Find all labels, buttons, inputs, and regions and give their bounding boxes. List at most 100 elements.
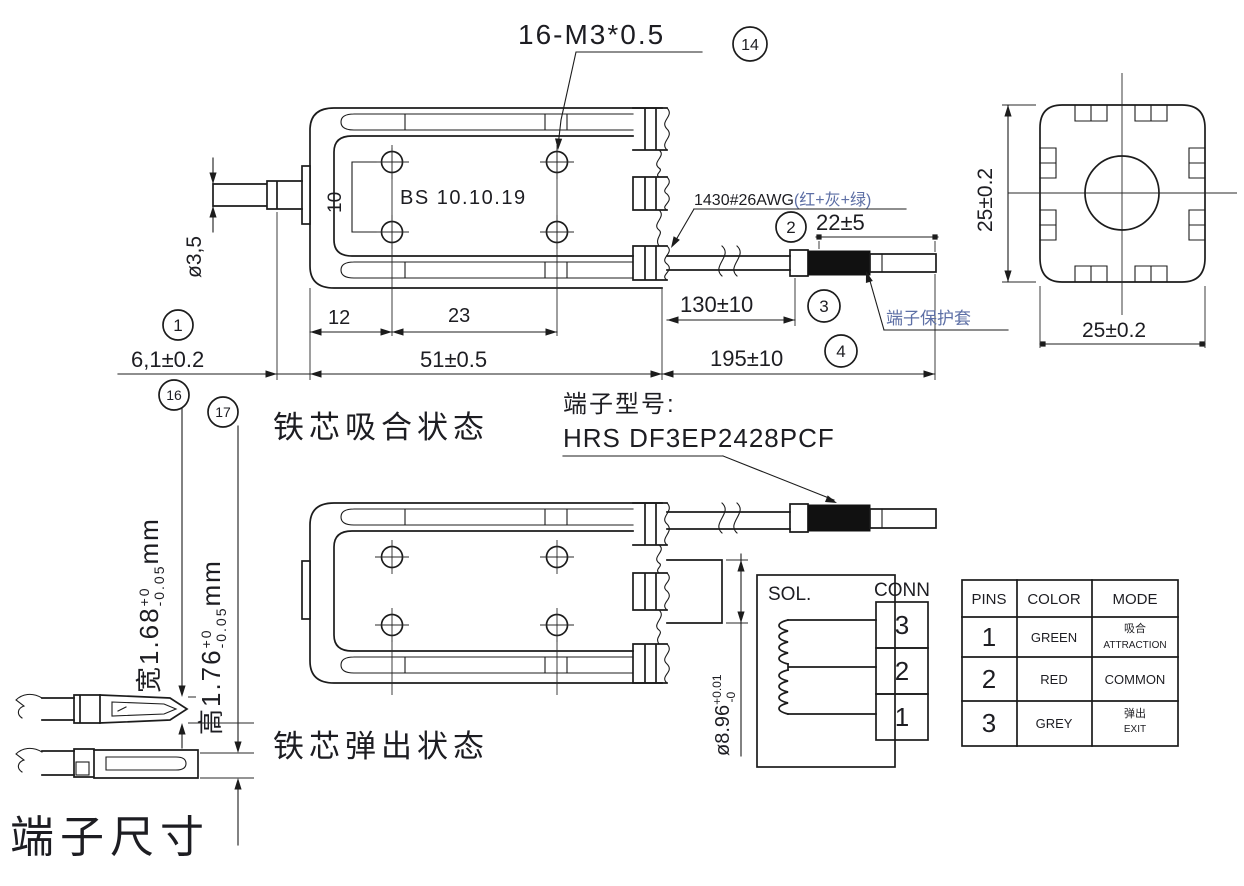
terminal-width-tol-plus: +0: [136, 586, 152, 606]
frame-inner-edge: [333, 135, 634, 257]
coil-symbol: [778, 668, 790, 716]
dim-arrow: [783, 316, 795, 324]
dim-arrow: [737, 560, 745, 572]
dim-terminal-width: 宽1.68+0-0.05mm: [134, 517, 167, 693]
connector-body: [807, 504, 871, 532]
cell-pin: 3: [982, 708, 996, 738]
plug-dia-tol-plus: +0.01: [710, 674, 724, 705]
cell-pin: 1: [982, 622, 996, 652]
balloon-16-number: 16: [166, 387, 182, 403]
tooth: [632, 643, 668, 684]
edge-notches-top: [1074, 104, 1168, 122]
plunger-shaft: [212, 180, 303, 210]
pin-blade: [93, 749, 199, 779]
tooth: [632, 572, 668, 611]
table-header-color: COLOR: [1027, 591, 1081, 608]
dim-plug-dia: ø8.96+0.01-0: [710, 674, 738, 756]
wire-break-symbol: [718, 502, 741, 534]
dim-arrow: [737, 611, 745, 623]
tooth: [632, 176, 668, 211]
thread-callout: 16-M3*0.5: [518, 19, 665, 50]
break-line: [664, 643, 670, 684]
conn-pin-3: 3: [895, 610, 909, 640]
lamination-break-upper: [632, 107, 670, 281]
caption-ejected-state: 铁芯弹出状态: [273, 729, 489, 764]
dim-arrow: [178, 685, 186, 697]
extension-lines: [818, 241, 936, 252]
edge-notches-left: [1039, 147, 1057, 241]
balloon-2-number: 2: [786, 218, 795, 237]
balloon-4-number: 4: [836, 342, 845, 361]
break-line: [664, 245, 670, 281]
break-line: [656, 544, 662, 574]
plug-dia-tol-minus: -0: [724, 691, 738, 702]
dim-arrow: [209, 172, 217, 184]
tooth: [632, 245, 668, 281]
solenoid-body-lower: [301, 502, 663, 695]
solenoid-body-upper: BS 10.10.19: [212, 107, 663, 336]
lead-wire-lower: [666, 502, 937, 534]
leader-line: [557, 51, 703, 147]
extension-lines: [1002, 104, 1206, 348]
balloon-3: [807, 289, 841, 323]
table-row: 2 RED COMMON: [982, 664, 1166, 694]
connector-ferrule: [789, 249, 809, 277]
dim-end-height: 25±0.2: [974, 168, 997, 232]
cell-pin: 2: [982, 664, 996, 694]
sleeve-label: 端子保护套: [886, 309, 971, 328]
left-face-tab: [301, 165, 311, 225]
mounting-hole: [375, 608, 409, 642]
balloon-3-number: 3: [819, 297, 828, 316]
dim-arrow: [234, 741, 242, 753]
dim-shaft-dia: ø3,5: [183, 236, 206, 278]
terminal-pin-drawing-1: [15, 693, 254, 724]
terminal-height-unit: mm: [196, 559, 226, 606]
dim-total-length: 195±10: [710, 346, 783, 371]
balloon-4: [824, 334, 858, 368]
dim-arrow: [178, 723, 186, 735]
break-line: [664, 176, 670, 211]
terminal-width-tol-minus: -0.05: [151, 565, 167, 607]
dim-arrow: [1004, 270, 1012, 282]
balloon-14: [732, 26, 768, 62]
terminal-width-value: 宽1.68: [134, 606, 164, 693]
sol-label: SOL.: [768, 584, 811, 605]
terminal-model-number: HRS DF3EP2428PCF: [563, 423, 835, 453]
plug-dia-value: ø8.96: [712, 705, 734, 756]
cell-mode-en: COMMON: [1105, 672, 1166, 687]
connector-tail: [869, 253, 937, 273]
dim-hole-spacing: 10: [325, 192, 346, 213]
leader-line: [722, 455, 835, 501]
extension-lines: [276, 212, 936, 380]
lamination-break-lower: [632, 502, 670, 684]
dim-stroke: 6,1±0.2: [131, 347, 204, 372]
caption-attracted-state: 铁芯吸合状态: [273, 410, 489, 445]
balloon-1: [162, 309, 194, 341]
arm-ticks: [404, 113, 568, 279]
conn-label: CONN: [874, 580, 930, 601]
plug-boss-outline: [666, 559, 723, 624]
crimp-shaft: [41, 697, 75, 721]
dim-arrow: [310, 328, 322, 336]
leader-arrow: [554, 138, 563, 151]
mounting-hole: [540, 540, 574, 574]
dim-arrow: [923, 370, 935, 378]
wire-break-symbol: [718, 245, 741, 277]
connector-tail: [869, 508, 937, 529]
bottom-arm-slot: [340, 261, 634, 279]
connector-ferrule: [789, 503, 809, 533]
tooth: [632, 502, 668, 546]
upper-view: BS 10.10.19 16-M3*0.5 14: [117, 19, 1009, 380]
crimp-barrel: [73, 694, 101, 724]
break-line: [664, 502, 670, 546]
left-face-tab: [301, 560, 311, 620]
dim-arrow: [662, 370, 674, 378]
dimensions-upper: 16-M3*0.5 14 ø3,5 10 12 23: [117, 19, 1009, 380]
wire-spec-awg: 1430#26AWG: [694, 192, 794, 209]
pin-table: PINS COLOR MODE 1 GREEN 吸合 ATTRACTION 2 …: [961, 579, 1179, 747]
wire-spec-colors: (红+灰+绿): [794, 191, 871, 209]
dim-arrow: [1004, 105, 1012, 117]
table-border: [961, 579, 1179, 747]
mounting-hole: [540, 608, 574, 642]
